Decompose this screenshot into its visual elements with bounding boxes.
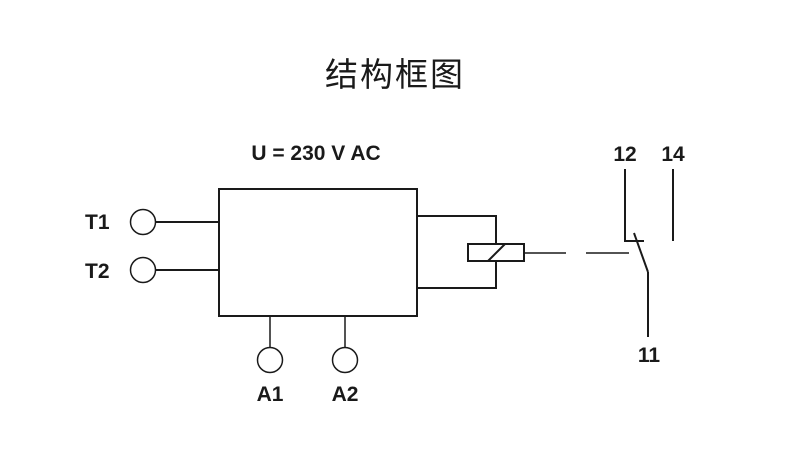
- terminal-t2-icon: [129, 256, 157, 284]
- contact-12-line: [624, 169, 644, 242]
- coil-wire-top: [417, 215, 497, 244]
- terminal-t1-label: T1: [85, 211, 110, 234]
- contact-14-label: 14: [661, 143, 685, 166]
- terminal-t1-icon: [129, 208, 157, 236]
- terminal-t2-label: T2: [85, 260, 110, 283]
- coil-wire-bottom: [417, 261, 497, 289]
- terminal-a2-icon: [331, 346, 359, 374]
- contact-11-label: 11: [638, 344, 661, 367]
- relay-coil-slash: [487, 243, 506, 262]
- main-module-block: [218, 188, 418, 317]
- terminal-a1-icon: [256, 346, 284, 374]
- terminal-a2-label: A2: [332, 383, 359, 406]
- diagram-title: 结构框图: [325, 55, 465, 94]
- terminal-a1-label: A1: [257, 383, 284, 406]
- supply-voltage-label: U = 230 V AC: [251, 142, 380, 165]
- contact-12-label: 12: [613, 143, 636, 166]
- switch-blade-icon: [633, 232, 649, 273]
